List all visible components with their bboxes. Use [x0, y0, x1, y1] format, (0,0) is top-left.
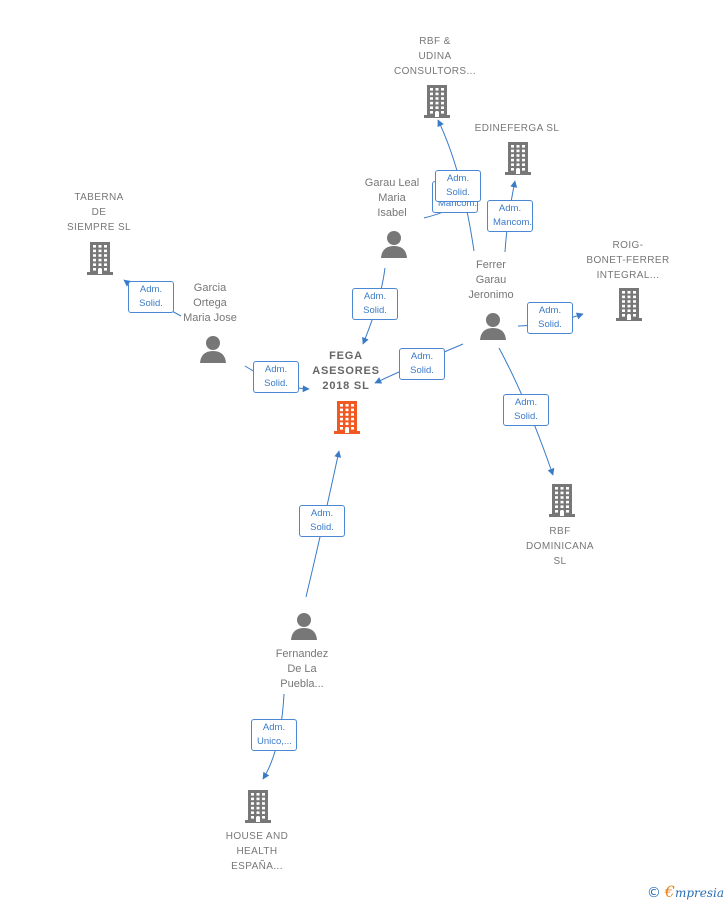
company-node-edineferga[interactable]	[502, 140, 534, 181]
company-node-roig[interactable]	[613, 286, 645, 327]
edge-label-garcia-to-taberna: Adm. Solid.	[128, 281, 174, 313]
building-icon	[87, 242, 113, 275]
edge-label-fernandez-to-fega: Adm. Solid.	[299, 505, 345, 537]
node-label-rbf_udina[interactable]: RBF & UDINA CONSULTORS...	[393, 36, 477, 77]
building-icon	[245, 790, 271, 823]
node-label-fega[interactable]: FEGA ASESORES 2018 SL	[312, 350, 380, 392]
node-label-edineferga[interactable]: EDINEFERGA SL	[474, 123, 560, 134]
company-node-house[interactable]	[242, 788, 274, 829]
edge-label-ferrer-to-rbf_udina: Adm. Solid.	[435, 170, 481, 202]
node-label-fernandez[interactable]: Fernandez De La Puebla...	[275, 648, 329, 690]
person-node-garcia[interactable]	[198, 334, 228, 369]
node-label-garcia[interactable]: Garcia Ortega Maria Jose	[183, 282, 237, 324]
building-icon	[616, 288, 642, 321]
edge-label-ferrer-to-roig: Adm. Solid.	[527, 302, 573, 334]
node-label-house[interactable]: HOUSE AND HEALTH ESPAÑA...	[225, 831, 289, 872]
person-node-fernandez[interactable]	[289, 611, 319, 646]
edge-label-ferrer-to-rbf_dom: Adm. Solid.	[503, 394, 549, 426]
node-label-rbf_dom[interactable]: RBF DOMINICANA SL	[526, 526, 594, 567]
node-label-ferrer[interactable]: Ferrer Garau Jeronimo	[468, 259, 514, 301]
edge-label-ferrer-to-fega: Adm. Solid.	[399, 348, 445, 380]
edge-label-fernandez-to-house: Adm. Unico,...	[251, 719, 297, 751]
empresia-credit[interactable]: © €mpresia	[647, 882, 724, 901]
building-icon	[424, 85, 450, 118]
person-node-garau_leal[interactable]	[379, 229, 409, 264]
edge-label-garcia-to-fega: Adm. Solid.	[253, 361, 299, 393]
building-icon	[549, 484, 575, 517]
company-node-rbf_dom[interactable]	[546, 482, 578, 523]
brand-initial: €	[664, 882, 675, 901]
person-icon	[291, 613, 317, 640]
person-icon	[480, 313, 506, 340]
building-icon	[505, 142, 531, 175]
brand-name: mpresia	[674, 886, 724, 900]
copyright-icon: ©	[646, 885, 661, 901]
company-node-fega[interactable]	[331, 399, 363, 440]
person-icon	[200, 336, 226, 363]
node-label-roig[interactable]: ROIG- BONET-FERRER INTEGRAL...	[586, 240, 670, 281]
person-node-ferrer[interactable]	[478, 311, 508, 346]
person-icon	[381, 231, 407, 258]
company-node-rbf_udina[interactable]	[421, 83, 453, 124]
edge-label-garau_leal-to-fega: Adm. Solid.	[352, 288, 398, 320]
edge-label-ferrer-to-edineferga: Adm. Mancom.	[487, 200, 533, 232]
building-icon	[334, 401, 360, 434]
company-node-taberna[interactable]	[84, 240, 116, 281]
node-label-taberna[interactable]: TABERNA DE SIEMPRE SL	[66, 192, 132, 233]
node-label-garau_leal[interactable]: Garau Leal Maria Isabel	[364, 177, 420, 219]
